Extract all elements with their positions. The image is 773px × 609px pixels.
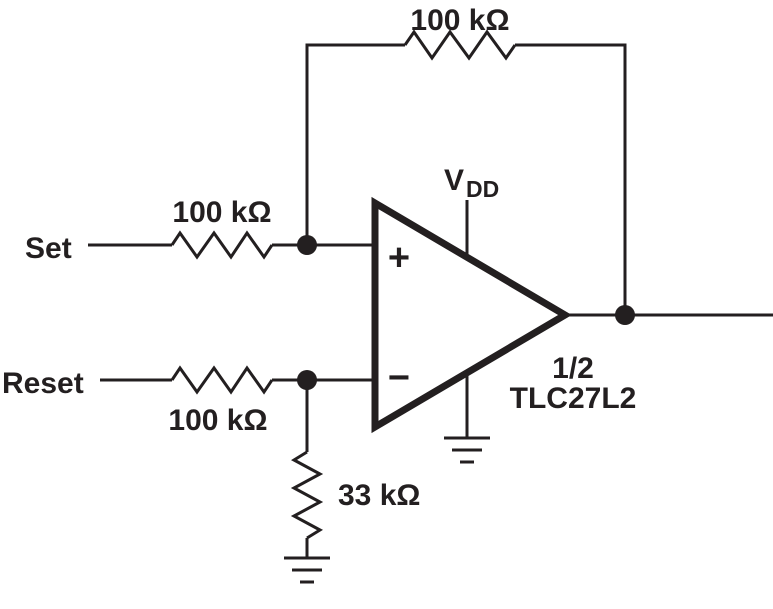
- set-input-branch: Set 100 kΩ: [25, 196, 375, 265]
- feedback-wire-left: [305, 43, 405, 245]
- pulldown-resistor-label: 33 kΩ: [338, 479, 420, 512]
- feedback-resistor-label: 100 kΩ: [410, 4, 509, 37]
- opamp: + − 1/2 TLC27L2: [371, 196, 637, 434]
- pulldown-resistor: [290, 450, 324, 540]
- feedback-wire-right: [515, 43, 627, 315]
- noninverting-input-sign: +: [388, 237, 410, 279]
- vdd-supply: V DD: [444, 164, 499, 258]
- set-resistor: [170, 230, 274, 260]
- reset-resistor-label: 100 kΩ: [168, 404, 267, 437]
- opamp-ground: [444, 371, 490, 464]
- junction-dot-noninverting: [297, 235, 317, 255]
- feedback-network: 100 kΩ: [305, 4, 627, 315]
- reset-label: Reset: [2, 367, 84, 400]
- pulldown-resistor-branch: 33 kΩ: [284, 380, 420, 584]
- reset-resistor: [170, 365, 274, 395]
- vdd-label: V: [444, 164, 464, 197]
- opamp-part-label: TLC27L2: [510, 382, 637, 415]
- vdd-subscript: DD: [466, 176, 499, 202]
- opamp-fraction-label: 1/2: [552, 352, 594, 385]
- inverting-input-sign: −: [388, 357, 410, 399]
- feedback-resistor: [403, 29, 517, 61]
- opamp-triangle: [371, 196, 572, 434]
- set-label: Set: [25, 232, 72, 265]
- output-branch: [565, 305, 773, 325]
- reset-input-branch: Reset 100 kΩ: [2, 365, 375, 437]
- set-resistor-label: 100 kΩ: [172, 196, 271, 229]
- ground-symbol-opamp: [444, 436, 490, 464]
- ground-symbol-bottom: [284, 556, 330, 584]
- junction-dot-output: [615, 305, 635, 325]
